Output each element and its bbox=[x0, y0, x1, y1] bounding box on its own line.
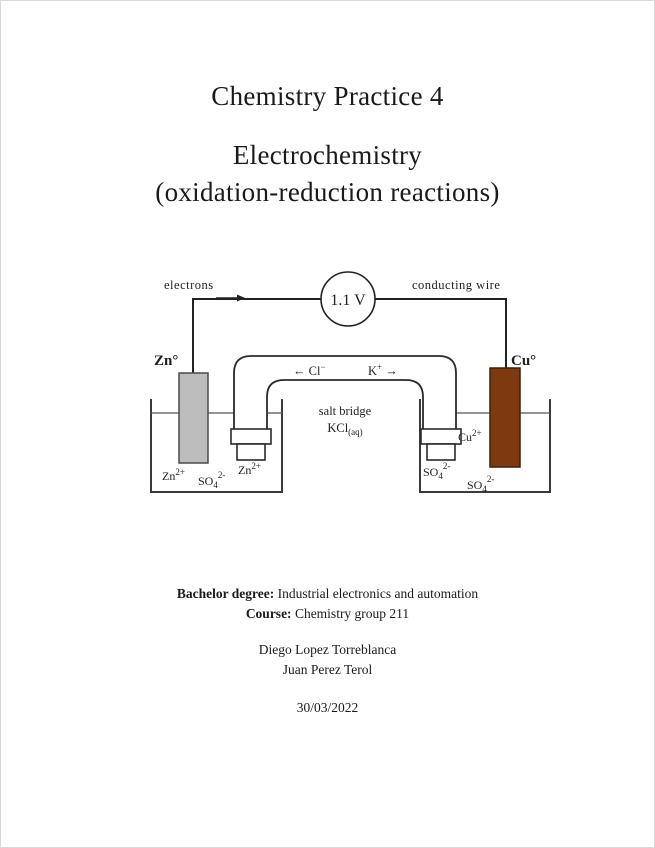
course-line: Course: Chemistry group 211 bbox=[1, 604, 654, 624]
salt-bridge-tube-fill bbox=[234, 356, 456, 433]
galvanic-cell-diagram: 1.1 V electrons conducting wire Zn° Cu° bbox=[136, 263, 556, 518]
electrons-label: electrons bbox=[164, 278, 214, 292]
salt-bridge-inner bbox=[266, 379, 424, 433]
copper-electrode bbox=[489, 367, 521, 468]
course-value: Chemistry group 211 bbox=[294, 606, 410, 621]
electron-flow-arrowhead bbox=[237, 294, 245, 302]
salt-bridge-label: salt bridge bbox=[319, 404, 372, 418]
kcl-label: KCl(aq) bbox=[327, 421, 362, 437]
voltmeter-value: 1.1 V bbox=[330, 292, 366, 309]
copper-electrode-label: Cu° bbox=[511, 353, 536, 369]
zinc-electrode bbox=[178, 372, 209, 464]
degree-label: Bachelor degree: bbox=[176, 586, 275, 601]
page-subtitle: Electrochemistry (oxidation-reduction re… bbox=[1, 137, 654, 211]
conducting-wire-label: conducting wire bbox=[412, 278, 500, 292]
author-2: Juan Perez Terol bbox=[282, 662, 373, 677]
page-title: Chemistry Practice 4 bbox=[211, 81, 444, 111]
subtitle-line-2: (oxidation-reduction reactions) bbox=[155, 177, 500, 207]
left-tube-foot bbox=[236, 443, 266, 461]
author-1: Diego Lopez Torreblanca bbox=[258, 642, 397, 657]
left-beaker bbox=[150, 399, 283, 493]
right-beaker bbox=[419, 399, 551, 493]
salt-bridge-outer bbox=[233, 355, 457, 433]
potassium-ion-label: K+ → bbox=[368, 362, 398, 378]
zn-ion-label-2: Zn2+ bbox=[238, 461, 261, 477]
chloride-ion-label: ← Cl− bbox=[293, 362, 326, 378]
left-tube-flange bbox=[230, 428, 272, 445]
right-tube-foot bbox=[426, 443, 456, 461]
degree-value: Industrial electronics and automation bbox=[277, 586, 479, 601]
date: 30/03/2022 bbox=[296, 700, 359, 715]
so4-ion-label-3: SO42- bbox=[467, 474, 494, 494]
course-label: Course: bbox=[245, 606, 292, 621]
zinc-electrode-label: Zn° bbox=[154, 353, 178, 369]
subtitle-line-1: Electrochemistry bbox=[232, 140, 423, 170]
right-tube-flange bbox=[420, 428, 462, 445]
so4-ion-label-1: SO42- bbox=[198, 470, 225, 490]
degree-line: Bachelor degree: Industrial electronics … bbox=[1, 584, 654, 604]
so4-ion-label-2: SO42- bbox=[423, 461, 450, 481]
voltmeter bbox=[320, 271, 376, 327]
cell-diagram-svg: 1.1 V electrons conducting wire Zn° Cu° bbox=[150, 271, 551, 494]
cu-ion-label: Cu2+ bbox=[458, 428, 482, 444]
zn-ion-label-1: Zn2+ bbox=[162, 467, 185, 483]
footer-block: Bachelor degree: Industrial electronics … bbox=[1, 584, 654, 718]
